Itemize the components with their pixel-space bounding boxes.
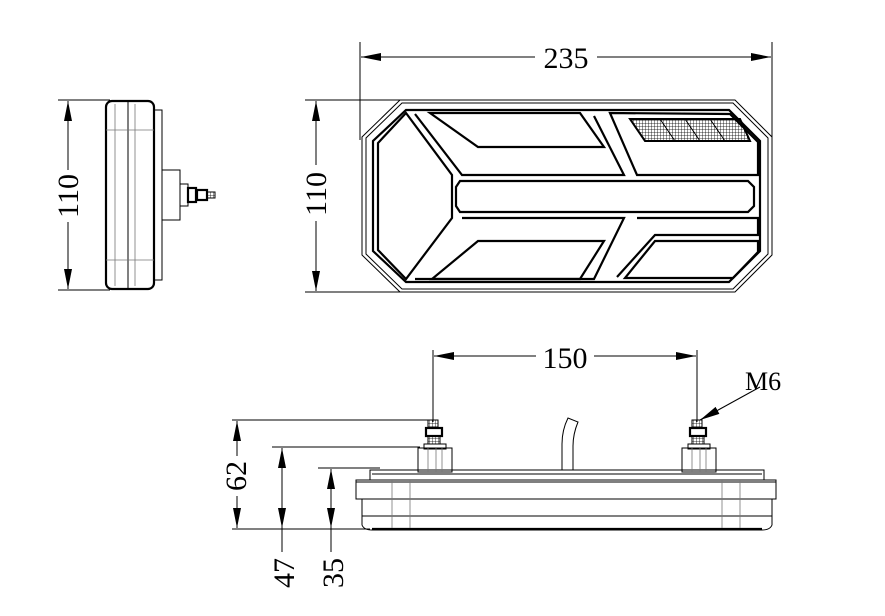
body-depth-label: 35 [317, 558, 350, 588]
post-depth-label: 47 [268, 558, 301, 588]
total-depth-label: 62 [220, 461, 253, 491]
bottom-view: 150 M6 62 47 35 [220, 340, 781, 588]
front-view: 235 110 [300, 40, 773, 293]
side-body [104, 99, 216, 291]
mounting-post-right [681, 419, 717, 473]
lamp-bottom-body [355, 417, 777, 531]
cable [561, 417, 579, 470]
side-height-label: 110 [52, 174, 85, 218]
thread-leader-line [699, 386, 761, 421]
thread-label: M6 [745, 367, 781, 396]
front-height-label: 110 [300, 172, 333, 216]
mounting-post-left [417, 419, 453, 473]
side-view: 110 [52, 99, 216, 291]
lamp-front-body [361, 99, 773, 293]
mesh-grille [628, 118, 752, 142]
front-width-label: 235 [544, 42, 589, 75]
bolt-spacing-label: 150 [543, 342, 588, 375]
